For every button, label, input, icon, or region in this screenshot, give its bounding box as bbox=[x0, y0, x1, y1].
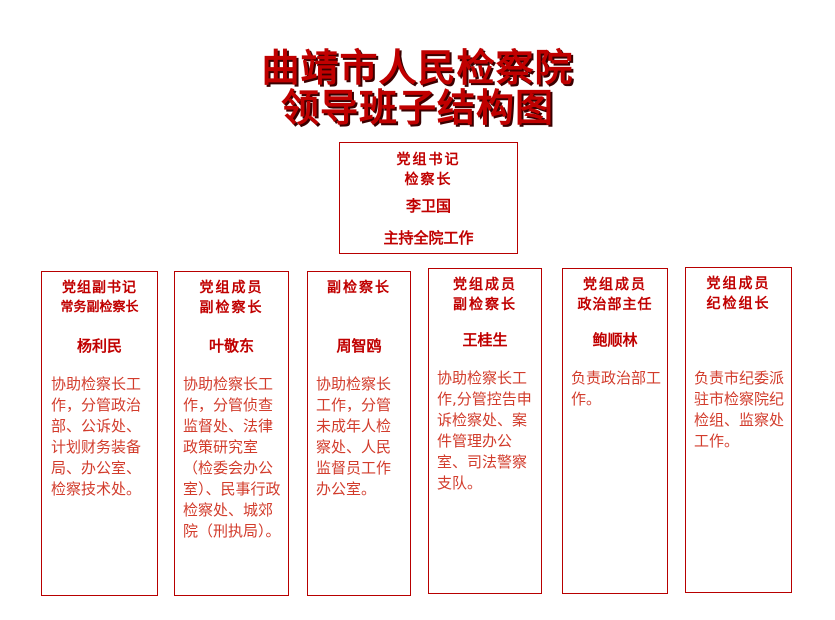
top-role-2: 检察长 bbox=[404, 172, 453, 188]
member-box-1: 党组副书记 常务副检察长 杨利民 协助检察长工作，分管政治部、公诉处、计划财务装… bbox=[41, 271, 158, 596]
member-name: 王桂生 bbox=[462, 331, 508, 349]
member-role-2: 副检察长 bbox=[199, 300, 264, 316]
member-role-1: 党组成员 bbox=[583, 277, 647, 293]
chart-subtitle: 领导班子结构图 bbox=[280, 86, 554, 130]
top-leader-name: 李卫国 bbox=[405, 197, 451, 215]
member-name: 杨利民 bbox=[76, 337, 122, 355]
member-role-2: 副检察长 bbox=[453, 297, 517, 313]
member-box-6: 党组成员 纪检组长 负责市纪委派驻市检察院纪检组、监察处工作。 bbox=[685, 267, 792, 593]
chart-title: 曲靖市人民检察院 bbox=[261, 46, 574, 90]
member-name: 鲍顺林 bbox=[592, 331, 638, 349]
top-leader-box: 党组书记 检察长 李卫国 主持全院工作 bbox=[339, 142, 518, 254]
member-role-1: 党组副书记 bbox=[62, 280, 137, 296]
member-box-4: 党组成员 副检察长 王桂生 协助检察长工作,分管控告申诉检察处、案件管理办公室、… bbox=[428, 268, 542, 594]
member-role-2: 常务副检察长 bbox=[60, 300, 139, 315]
member-duty: 负责政治部工作。 bbox=[571, 369, 662, 408]
member-name: 叶敬东 bbox=[208, 337, 254, 355]
member-box-2: 党组成员 副检察长 叶敬东 协助检察长工作，分管侦查监督处、法律政策研究室（检委… bbox=[174, 271, 289, 596]
member-role-1: 党组成员 bbox=[706, 276, 771, 292]
member-duty: 协助检察长工作,分管控告申诉检察处、案件管理办公室、司法警察支队。 bbox=[437, 369, 532, 492]
member-duty: 协助检察长工作，分管未成年人检察处、人民监督员工作办公室。 bbox=[316, 375, 392, 498]
member-role-1: 副检察长 bbox=[327, 280, 391, 296]
member-box-3: 副检察长 周智鸥 协助检察长工作，分管未成年人检察处、人民监督员工作办公室。 bbox=[307, 271, 411, 596]
member-duty: 协助检察长工作，分管政治部、公诉处、计划财务装备局、办公室、检察技术处。 bbox=[51, 375, 142, 498]
top-role-1: 党组书记 bbox=[396, 152, 461, 168]
member-name: 周智鸥 bbox=[336, 337, 382, 355]
member-role-2: 政治部主任 bbox=[577, 297, 653, 313]
member-role-1: 党组成员 bbox=[199, 280, 264, 296]
member-role-1: 党组成员 bbox=[453, 277, 517, 293]
member-role-2: 纪检组长 bbox=[706, 296, 771, 312]
member-duty: 负责市纪委派驻市检察院纪检组、监察处工作。 bbox=[694, 369, 785, 450]
top-leader-duty: 主持全院工作 bbox=[383, 229, 474, 247]
member-box-5: 党组成员 政治部主任 鲍顺林 负责政治部工作。 bbox=[562, 268, 668, 594]
member-duty: 协助检察长工作，分管侦查监督处、法律政策研究室（检委会办公室）、民事行政检察处、… bbox=[183, 375, 281, 540]
